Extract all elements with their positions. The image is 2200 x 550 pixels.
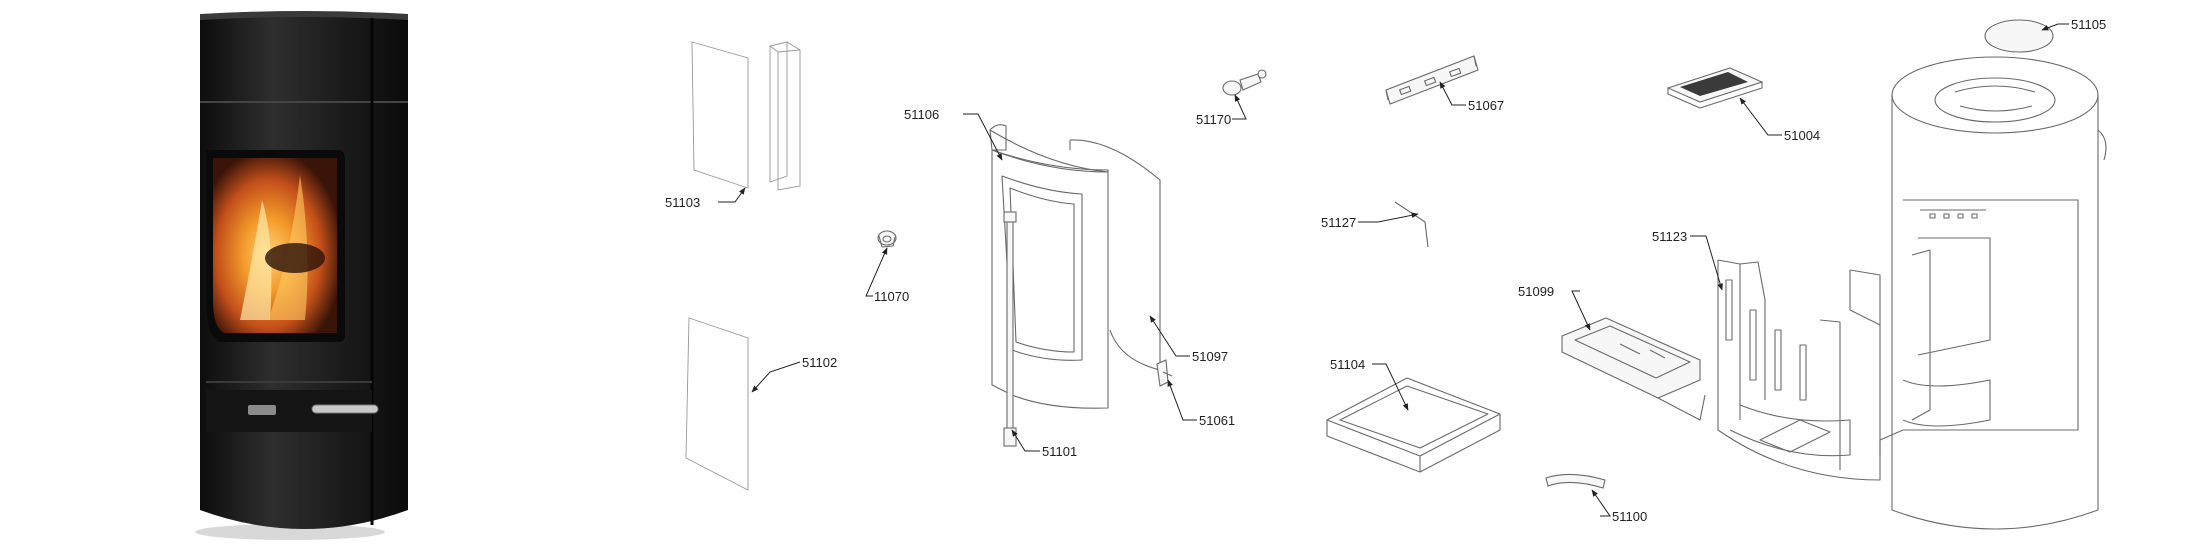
label-51101: 51101 xyxy=(1042,444,1077,459)
label-51097: 51097 xyxy=(1192,349,1228,364)
part-51102-plate xyxy=(685,317,749,491)
stove-top-edge xyxy=(200,11,408,20)
part-51004-grate xyxy=(1666,67,1764,109)
door-handle xyxy=(311,404,379,414)
label-11070: 11070 xyxy=(874,289,909,304)
label-51105: 51105 xyxy=(2071,17,2106,32)
part-11070-knob xyxy=(877,230,897,248)
part-51104-tray xyxy=(1326,377,1501,473)
part-51123-firebox xyxy=(1717,259,1881,481)
label-51099: 51099 xyxy=(1518,284,1554,299)
brand-plate xyxy=(248,405,276,415)
part-51127-key xyxy=(1394,201,1429,248)
ash-door xyxy=(206,390,372,432)
label-51127: 51127 xyxy=(1321,215,1356,230)
part-51067-rail xyxy=(1385,55,1479,105)
label-51104: 51104 xyxy=(1330,357,1365,372)
label-51067: 51067 xyxy=(1468,98,1504,113)
label-51170: 51170 xyxy=(1196,112,1231,127)
part-labels: 51103 51102 11070 51106 51097 51101 5106… xyxy=(665,17,2106,524)
label-51100: 51100 xyxy=(1612,509,1647,524)
leader-lines xyxy=(718,23,2069,517)
stove-shadow xyxy=(195,524,385,540)
flame-1 xyxy=(240,200,272,320)
part-51061-clip xyxy=(1156,359,1173,387)
part-51100-bar xyxy=(1545,473,1606,489)
label-51102: 51102 xyxy=(802,355,837,370)
part-51106-door xyxy=(989,124,1109,447)
part-51105-lid xyxy=(1984,19,2054,53)
part-51099-deflector xyxy=(1561,317,1706,421)
label-51123: 51123 xyxy=(1652,229,1687,244)
stove-assembly-drawing xyxy=(1879,56,2107,530)
label-51103: 51103 xyxy=(665,195,700,210)
label-51061: 51061 xyxy=(1199,413,1235,428)
part-51170-latch xyxy=(1222,69,1267,96)
log xyxy=(265,243,325,273)
part-51097-panel xyxy=(1069,139,1161,371)
flame-2 xyxy=(268,175,308,320)
stove-photo xyxy=(195,11,408,540)
label-51106: 51106 xyxy=(904,107,939,122)
part-51103-glass xyxy=(691,41,801,191)
label-51004: 51004 xyxy=(1784,128,1820,143)
